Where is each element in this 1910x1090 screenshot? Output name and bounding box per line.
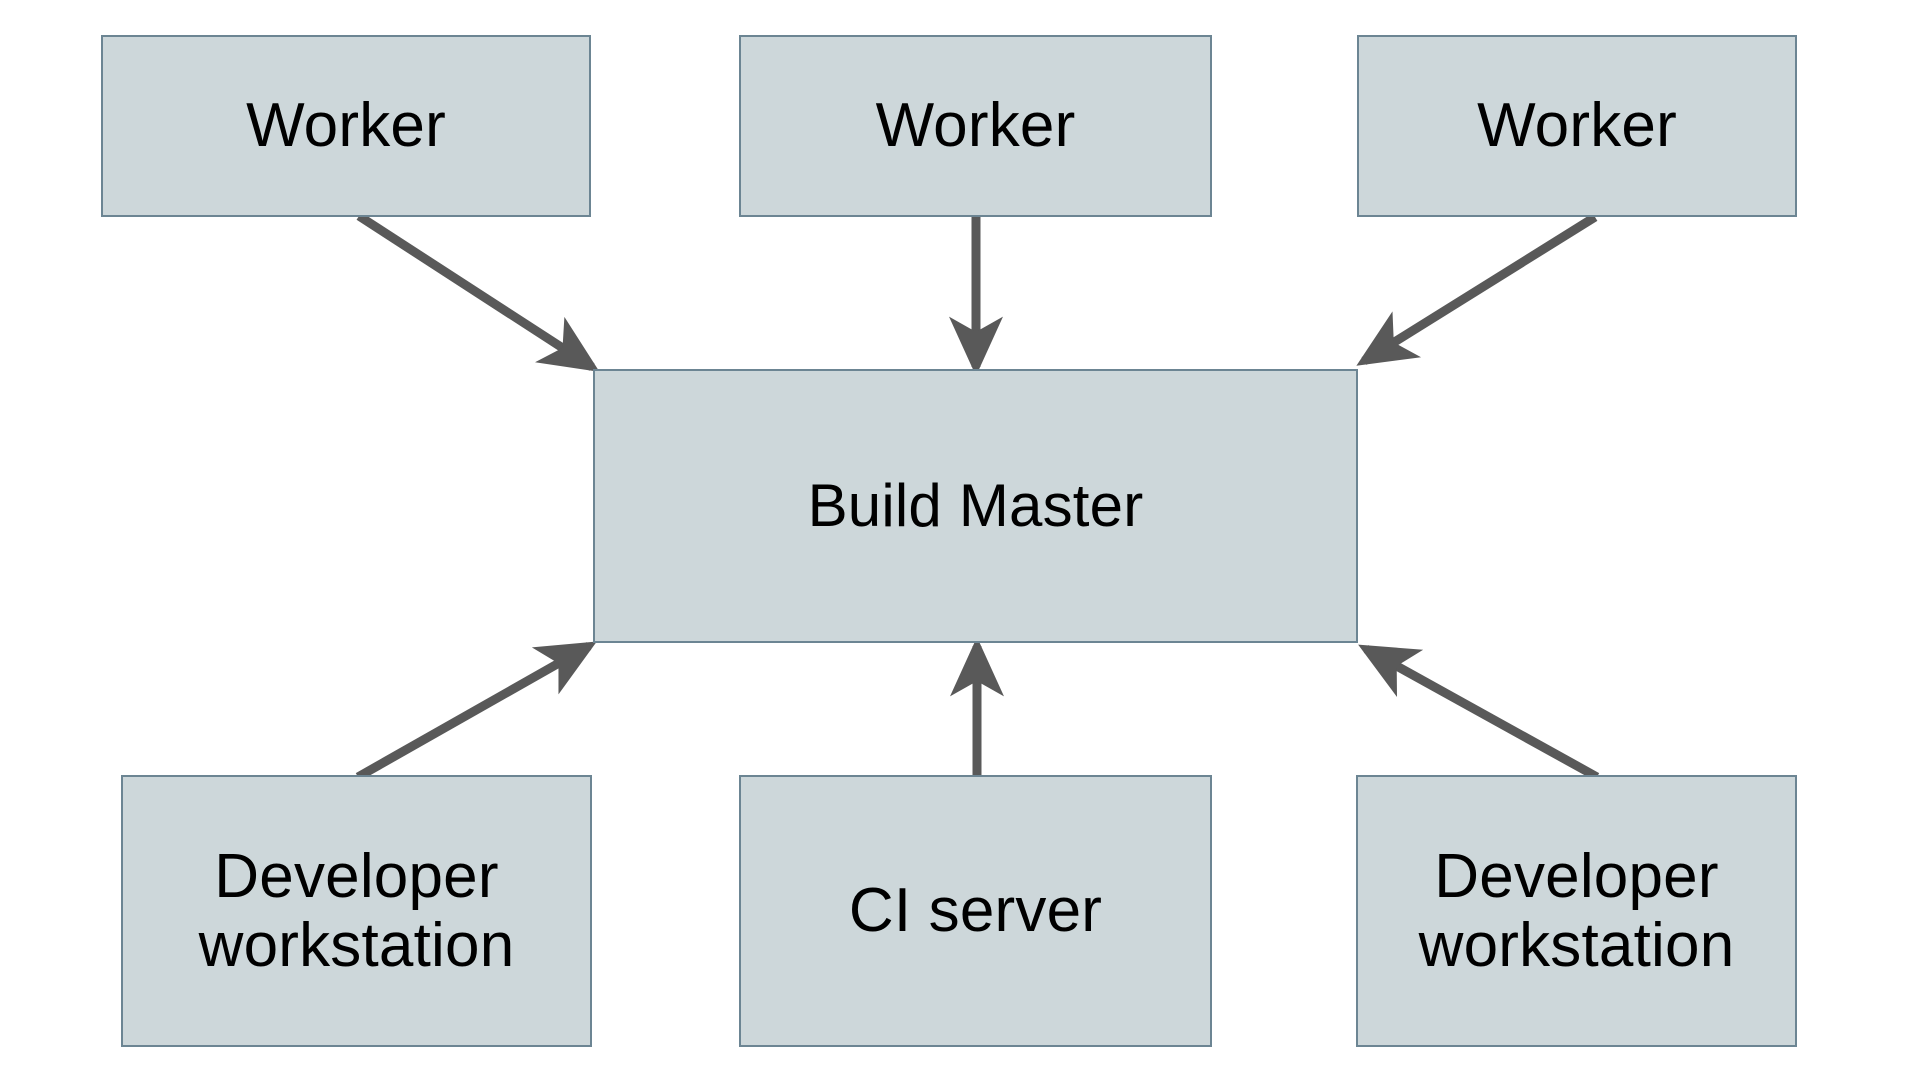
node-worker-3[interactable]: Worker bbox=[1357, 35, 1797, 217]
node-ci-server[interactable]: CI server bbox=[739, 775, 1212, 1047]
node-worker-1[interactable]: Worker bbox=[101, 35, 591, 217]
node-label: Worker bbox=[875, 91, 1076, 161]
node-label: Worker bbox=[246, 91, 446, 161]
edge-worker-1-to-build-master bbox=[356, 212, 600, 372]
node-build-master[interactable]: Build Master bbox=[593, 369, 1358, 643]
node-label: Developer workstation bbox=[198, 841, 515, 980]
node-label: Worker bbox=[1477, 91, 1677, 161]
edge-worker-3-to-build-master bbox=[1356, 213, 1598, 366]
node-label: CI server bbox=[848, 876, 1103, 946]
node-worker-2[interactable]: Worker bbox=[739, 35, 1212, 217]
edge-developer-workstation-left-to-build-master bbox=[355, 641, 597, 781]
node-developer-workstation-left[interactable]: Developer workstation bbox=[121, 775, 592, 1047]
node-label: Build Master bbox=[807, 472, 1144, 540]
edge-developer-workstation-right-to-build-master bbox=[1358, 644, 1600, 781]
node-label: Developer workstation bbox=[1418, 841, 1735, 980]
node-developer-workstation-right[interactable]: Developer workstation bbox=[1356, 775, 1797, 1047]
